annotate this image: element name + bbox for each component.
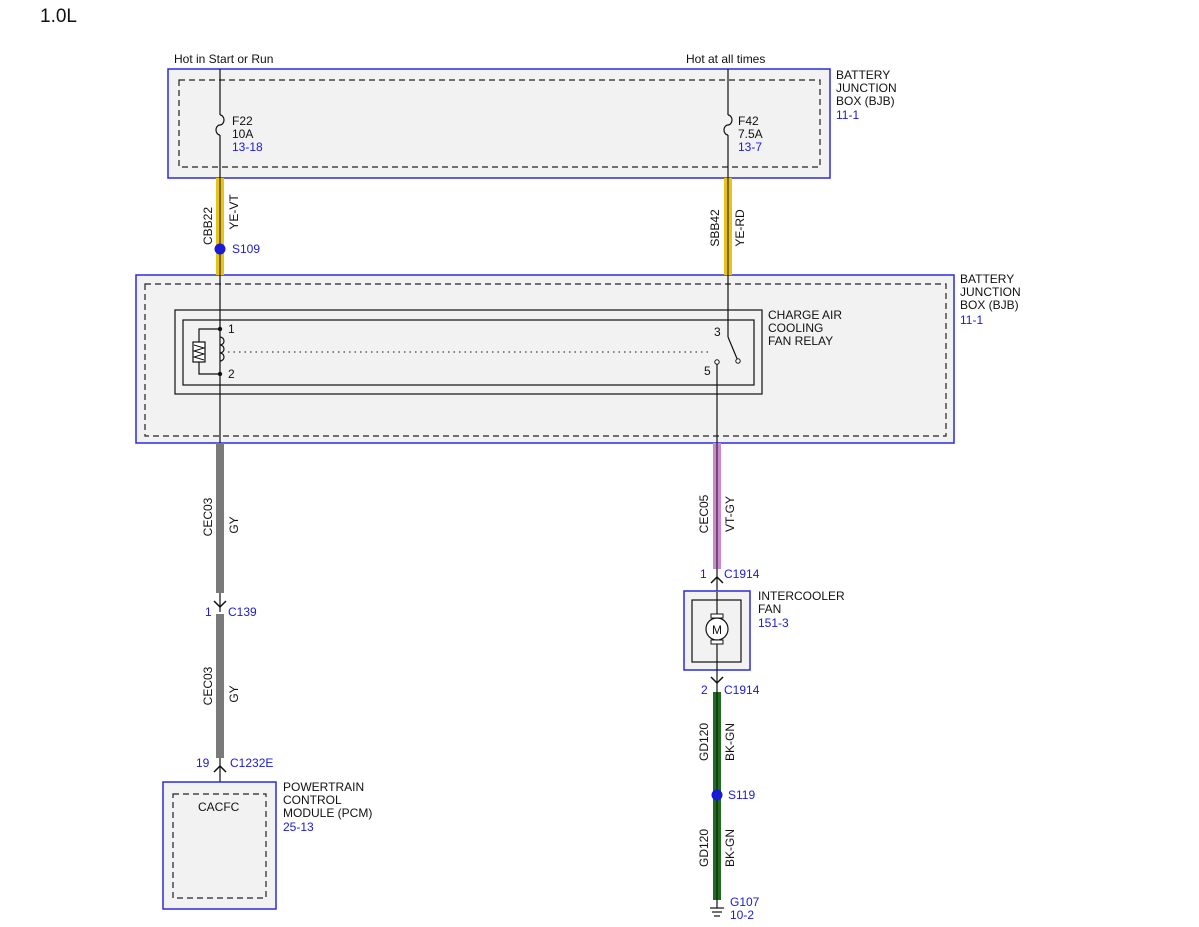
fan-name-line1: INTERCOOLER xyxy=(758,589,845,603)
wire-cec05-color: VT-GY xyxy=(723,496,737,532)
bjb-top-outline xyxy=(167,68,831,179)
wire-gd120-upper-circuit: GD120 xyxy=(697,723,711,761)
wire-gd120-lower-circuit: GD120 xyxy=(697,829,711,867)
splice-s109-label[interactable]: S109 xyxy=(232,242,260,256)
wire-gd120-upper-color: BK-GN xyxy=(723,723,737,761)
wire-cec03-upper xyxy=(216,443,224,593)
bjb-mid-box xyxy=(135,274,955,444)
connector-c1914-top-name[interactable]: C1914 xyxy=(724,567,760,581)
splice-s109-dot xyxy=(214,243,226,255)
source-label-always-hot: Hot at all times xyxy=(686,52,765,66)
ground-g107-name[interactable]: G107 xyxy=(730,895,760,909)
relay-switch-blade xyxy=(727,336,739,362)
wire-cbb22-color: YE-VT xyxy=(227,194,241,230)
wire-cec03-upper-circuit: CEC03 xyxy=(201,497,215,536)
bjb-mid-name-line2: JUNCTION xyxy=(960,285,1021,299)
pcm-dashed-outline xyxy=(172,793,267,899)
pcm-pin-label: CACFC xyxy=(198,800,240,814)
fan-name-line2: FAN xyxy=(758,602,781,616)
relay-name-line3: FAN RELAY xyxy=(768,334,833,348)
connector-c139-pin: 1 xyxy=(205,605,212,619)
ground-icon xyxy=(710,907,724,917)
bjb-top-box xyxy=(167,68,831,179)
diagram-title: 1.0L xyxy=(40,6,77,27)
bjb-top-name-line1: BATTERY xyxy=(836,68,890,82)
connector-c1914-bottom-pin: 2 xyxy=(701,683,708,697)
bjb-top-name-line3: BOX (BJB) xyxy=(836,94,895,108)
wire-cec03-lower-color: GY xyxy=(227,685,241,702)
fuse-f42-rating: 7.5A xyxy=(738,127,763,141)
relay-pin3-label: 3 xyxy=(714,325,721,339)
relay-switch-pivot xyxy=(735,358,741,364)
wire-cec03-upper-color: GY xyxy=(227,516,241,533)
pcm-box xyxy=(162,781,277,910)
relay-coil-icon xyxy=(219,336,225,362)
motor-icon xyxy=(705,617,729,641)
pcm-name-line1: POWERTRAIN xyxy=(283,780,364,794)
motor-symbol: M xyxy=(712,623,722,637)
relay-pin2-label: 2 xyxy=(228,367,235,381)
fuse-f22-icon xyxy=(215,114,225,136)
bjb-top-ref-link[interactable]: 11-1 xyxy=(836,108,859,122)
pcm-name-line2: CONTROL xyxy=(283,793,342,807)
bjb-mid-outline xyxy=(135,274,955,444)
connector-c1232e-pin: 19 xyxy=(196,756,210,770)
relay-name-line1: CHARGE AIR xyxy=(768,308,842,322)
bjb-mid-ref-link[interactable]: 11-1 xyxy=(960,313,983,327)
bjb-mid-name-line3: BOX (BJB) xyxy=(960,298,1019,312)
fuse-f42-icon xyxy=(723,114,733,136)
relay-box xyxy=(174,309,763,395)
relay-pin1-label: 1 xyxy=(228,322,235,336)
bjb-mid-dashed-outline xyxy=(144,283,947,437)
fuse-f22-rating: 10A xyxy=(232,127,253,141)
relay-inner-outline xyxy=(182,319,755,386)
connector-c1914-top-icon xyxy=(710,575,724,584)
pcm-name-line3: MODULE (PCM) xyxy=(283,806,372,820)
wire-cec03-lower xyxy=(216,614,224,758)
relay-pin5-label: 5 xyxy=(704,364,711,378)
fuse-f22-ref-link[interactable]: 13-18 xyxy=(232,140,263,154)
relay-resistor-zigzag xyxy=(192,344,206,361)
wire-gd120-lower-color: BK-GN xyxy=(723,829,737,867)
splice-s119-label[interactable]: S119 xyxy=(728,788,755,802)
fan-ref-link[interactable]: 151-3 xyxy=(758,616,789,630)
connector-c1914-top-pin: 1 xyxy=(700,567,707,581)
connector-c1232e-name[interactable]: C1232E xyxy=(230,756,273,770)
fuse-f42-ref-link[interactable]: 13-7 xyxy=(738,140,762,154)
wire-cec03-lower-circuit: CEC03 xyxy=(201,666,215,705)
connector-c139-icon xyxy=(213,600,227,609)
wire-cbb22-circuit: CBB22 xyxy=(201,207,215,245)
wire-sbb42-color: YE-RD xyxy=(733,209,747,247)
splice-s119-dot xyxy=(711,789,723,801)
relay-pin5-contact xyxy=(714,359,720,365)
ground-g107-ref[interactable]: 10-2 xyxy=(730,908,754,922)
fuse-f22-id: F22 xyxy=(232,114,253,128)
relay-name-line2: COOLING xyxy=(768,321,823,335)
connector-c1232e-icon xyxy=(213,764,227,773)
connector-c1914-bottom-icon xyxy=(710,676,724,685)
pcm-ref-link[interactable]: 25-13 xyxy=(283,820,314,834)
wire-cec05-circuit: CEC05 xyxy=(697,494,711,533)
wire-sbb42-circuit: SBB42 xyxy=(708,209,722,247)
bjb-top-dashed-outline xyxy=(178,79,821,168)
pcm-outline xyxy=(162,781,277,910)
bjb-top-name-line2: JUNCTION xyxy=(836,81,897,95)
relay-outer-outline xyxy=(174,309,763,395)
connector-c139-name[interactable]: C139 xyxy=(228,605,257,619)
bjb-mid-name-line1: BATTERY xyxy=(960,272,1014,286)
connector-c1914-bottom-name[interactable]: C1914 xyxy=(724,683,760,697)
fuse-f42-id: F42 xyxy=(738,114,759,128)
source-label-start-run: Hot in Start or Run xyxy=(174,52,273,66)
